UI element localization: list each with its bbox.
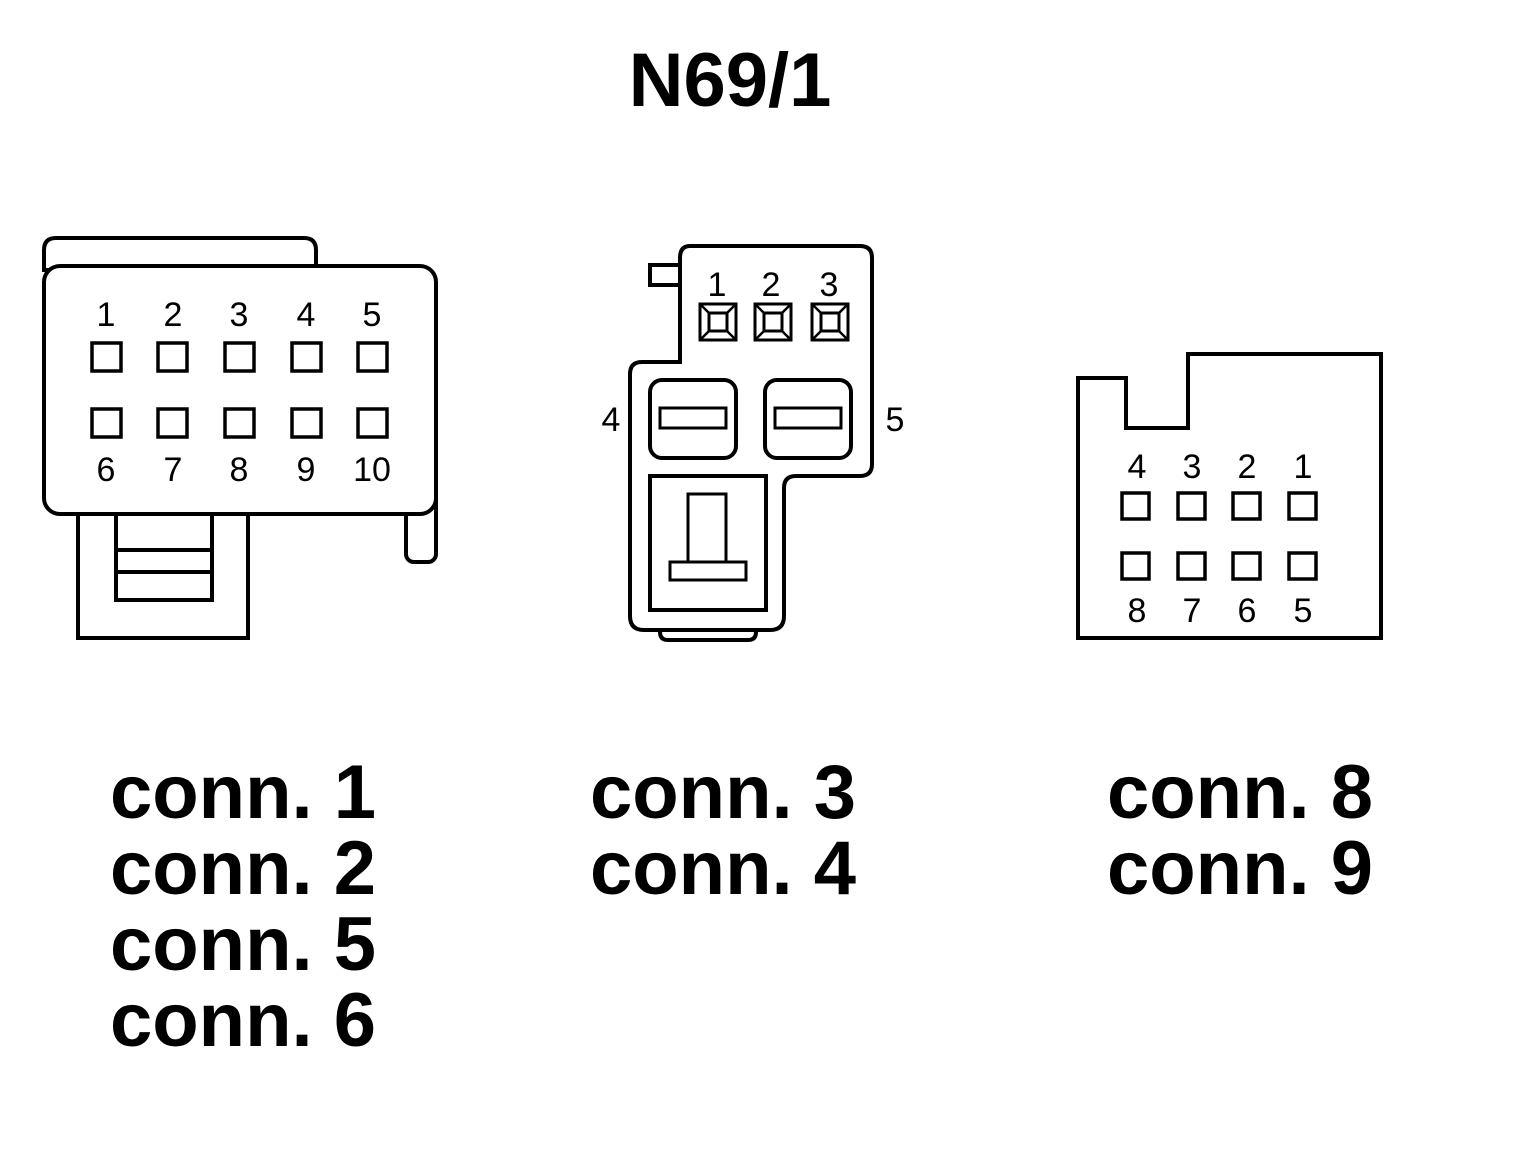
pin-label: 5	[363, 296, 382, 334]
pin-label: 10	[353, 451, 391, 489]
connector-8-pin: 4 3 2 1 8 7 6 5 conn. 8 conn. 9	[1076, 352, 1383, 911]
pin-8	[223, 407, 256, 439]
pin-label: 4	[1128, 448, 1147, 486]
pin-label: 1	[97, 296, 116, 334]
connector-name: conn. 8	[1107, 750, 1373, 835]
pin-10	[356, 407, 389, 439]
pin-label: 3	[820, 266, 839, 304]
pin-7	[156, 407, 189, 439]
pin-label: 3	[1183, 448, 1202, 486]
pin-5	[356, 341, 389, 373]
pin-label: 7	[164, 451, 183, 489]
pin-label: 8	[1128, 592, 1147, 630]
pin-2	[156, 341, 189, 373]
pin-7	[1176, 551, 1207, 581]
pin-label: 1	[1294, 448, 1313, 486]
pin-label: 1	[708, 266, 727, 304]
connector-name: conn. 4	[590, 826, 856, 911]
pin-9	[290, 407, 323, 439]
connector-name: conn. 6	[110, 978, 376, 1063]
connector-name: conn. 5	[110, 902, 376, 987]
pin-label: 2	[1238, 448, 1257, 486]
connector-name: conn. 2	[110, 826, 376, 911]
connector-10-pin: 1 2 3 4 5 6 7 8 9 10 conn. 1 conn. 2 con…	[42, 236, 438, 1063]
pin-5	[1287, 551, 1318, 581]
pin-8	[1120, 551, 1151, 581]
pin-4	[290, 341, 323, 373]
connector-10-pin-body	[42, 264, 438, 516]
connector-name: conn. 1	[110, 750, 376, 835]
pin-label: 6	[1238, 592, 1257, 630]
pin-label: 4	[297, 296, 316, 334]
pin-label: 8	[230, 451, 249, 489]
pin-3	[223, 341, 256, 373]
pin-2	[1231, 491, 1262, 521]
pin-label: 9	[297, 451, 316, 489]
pin-4	[1120, 491, 1151, 521]
connector-name: conn. 9	[1107, 826, 1373, 911]
pin-label: 4	[602, 401, 621, 439]
pin-label: 3	[230, 296, 249, 334]
connector-name: conn. 3	[590, 750, 856, 835]
pin-1	[1287, 491, 1318, 521]
pin-label: 5	[886, 401, 905, 439]
pin-label: 5	[1294, 592, 1313, 630]
pin-6	[1231, 551, 1262, 581]
pin-label: 2	[164, 296, 183, 334]
pin-label: 7	[1183, 592, 1202, 630]
pin-label: 6	[97, 451, 116, 489]
pin-6	[90, 407, 123, 439]
connector-5-pin: 1 2 3 4 5 conn. 3 conn. 4	[590, 244, 905, 911]
pin-1	[90, 341, 123, 373]
pin-3	[1176, 491, 1207, 521]
diagram-title: N69/1	[629, 38, 832, 123]
pin-label: 2	[762, 266, 781, 304]
